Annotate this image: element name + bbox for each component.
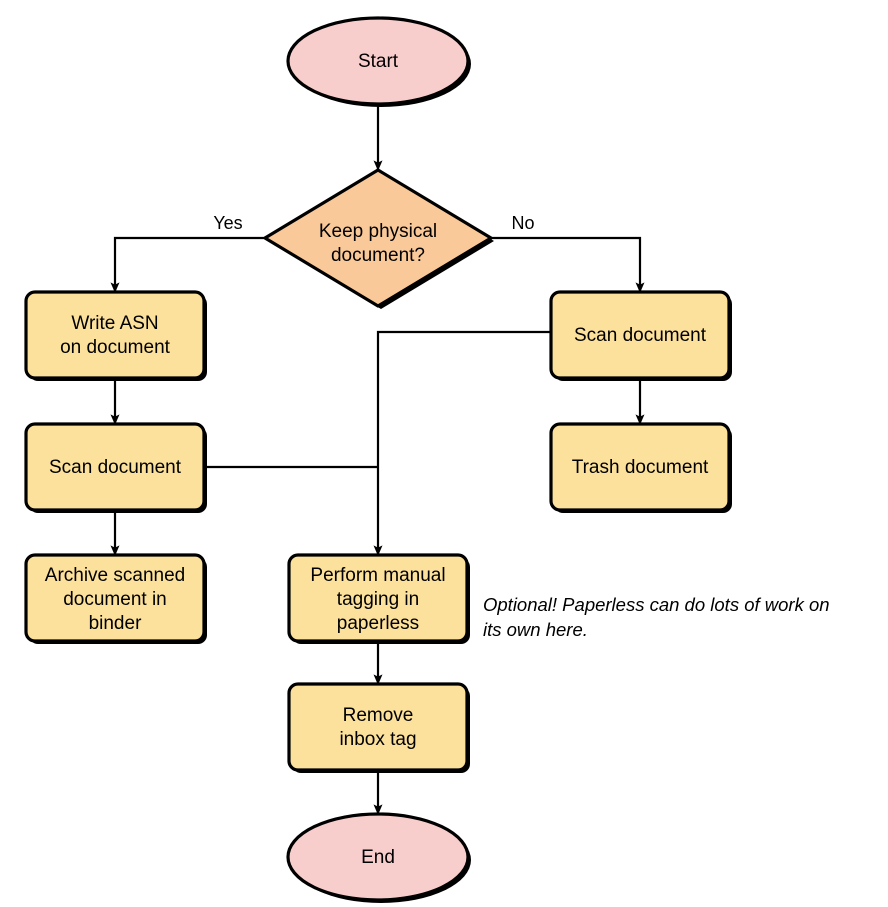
end-ellipse [286, 812, 470, 902]
edge-label-no: No [511, 213, 534, 233]
archive-label-line1: Archive scanned [45, 565, 185, 586]
archive-label-line2: document in [63, 589, 167, 610]
edge-decision-yes-to-write-asn [110, 236, 265, 293]
scan-right-label: Scan document [574, 325, 707, 346]
node-scan-document-right[interactable]: Scan document [549, 290, 731, 380]
archive-label-line3: binder [89, 613, 142, 634]
optional-note-line1: Optional! Paperless can do lots of work … [483, 594, 830, 615]
archive-box [24, 553, 206, 643]
trash-box [549, 422, 731, 512]
optional-note-line2: its own here. [483, 619, 588, 640]
write-asn-label-line2: on document [60, 337, 171, 358]
trash-label: Trash document [572, 457, 709, 478]
node-trash-document[interactable]: Trash document [549, 422, 731, 512]
scan-right-box [549, 290, 731, 380]
tagging-label-line3: paperless [337, 613, 419, 634]
edge-label-yes: Yes [213, 213, 242, 233]
edge-decision-no-to-scan-right [491, 236, 645, 293]
start-label: Start [358, 51, 399, 72]
node-perform-manual-tagging-in-paperless[interactable]: Perform manual tagging in paperless [287, 553, 469, 643]
node-write-asn-on-document[interactable]: Write ASN on document [24, 290, 206, 380]
write-asn-box [24, 290, 206, 380]
edge-scan-right-to-tagging [373, 330, 551, 556]
remove-inbox-label-line1: Remove [343, 705, 414, 726]
decision-label-line2: document? [331, 245, 425, 266]
node-decision-keep-physical-document[interactable]: Keep physical document? [263, 168, 493, 308]
end-label: End [361, 847, 395, 868]
write-asn-label-line1: Write ASN [71, 313, 158, 334]
annotation-optional-note: Optional! Paperless can do lots of work … [483, 594, 830, 640]
tagging-label-line2: tagging in [337, 589, 419, 610]
node-remove-inbox-tag[interactable]: Remove inbox tag [287, 682, 469, 772]
remove-inbox-label-line2: inbox tag [339, 729, 416, 750]
scan-left-label: Scan document [49, 457, 182, 478]
remove-inbox-box [287, 682, 469, 772]
node-start[interactable]: Start [286, 16, 470, 106]
start-ellipse [286, 16, 470, 106]
tagging-box [287, 553, 469, 643]
tagging-label-line1: Perform manual [310, 565, 445, 586]
node-end[interactable]: End [286, 812, 470, 902]
node-archive-scanned-document-in-binder[interactable]: Archive scanned document in binder [24, 553, 206, 643]
node-scan-document-left[interactable]: Scan document [24, 422, 206, 512]
scan-left-box [24, 422, 206, 512]
decision-diamond [263, 168, 493, 308]
decision-label-line1: Keep physical [319, 221, 437, 242]
